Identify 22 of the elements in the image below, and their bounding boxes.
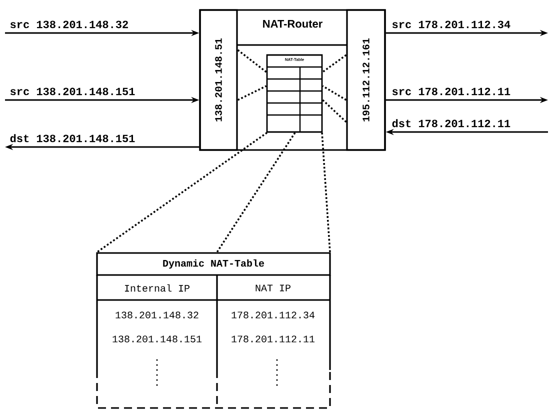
edge-label: dst 138.201.148.151 [10,134,135,142]
edge-label: src 178.201.112.34 [392,20,510,28]
edge-label: src 138.201.148.151 [10,88,135,96]
column-header: NAT IP [256,284,290,292]
interface-band: 195.112.12.161 [346,9,386,151]
table-cell: 138.201.148.32 [116,312,198,318]
column-header: Internal IP [125,284,190,292]
edge-label: dst 178.201.112.11 [392,119,510,128]
edge-label: src 138.201.148.32 [10,20,128,28]
dotted-line [237,49,267,73]
dotted-line [322,85,347,101]
dotted-line [322,99,347,123]
dotted-line [216,132,296,253]
interface-band: 138.201.148.51 [199,9,238,151]
dotted-line [322,54,347,73]
table-title: Dynamic NAT-Table [96,252,331,276]
dotted-line [237,85,267,101]
table-cell: 178.201.112.34 [232,312,314,318]
table-cell: 138.201.148.151 [112,336,202,342]
dotted-line [96,132,268,253]
edge-label: src 178.201.112.11 [392,88,510,96]
table-cell: 178.201.112.11 [232,336,314,342]
